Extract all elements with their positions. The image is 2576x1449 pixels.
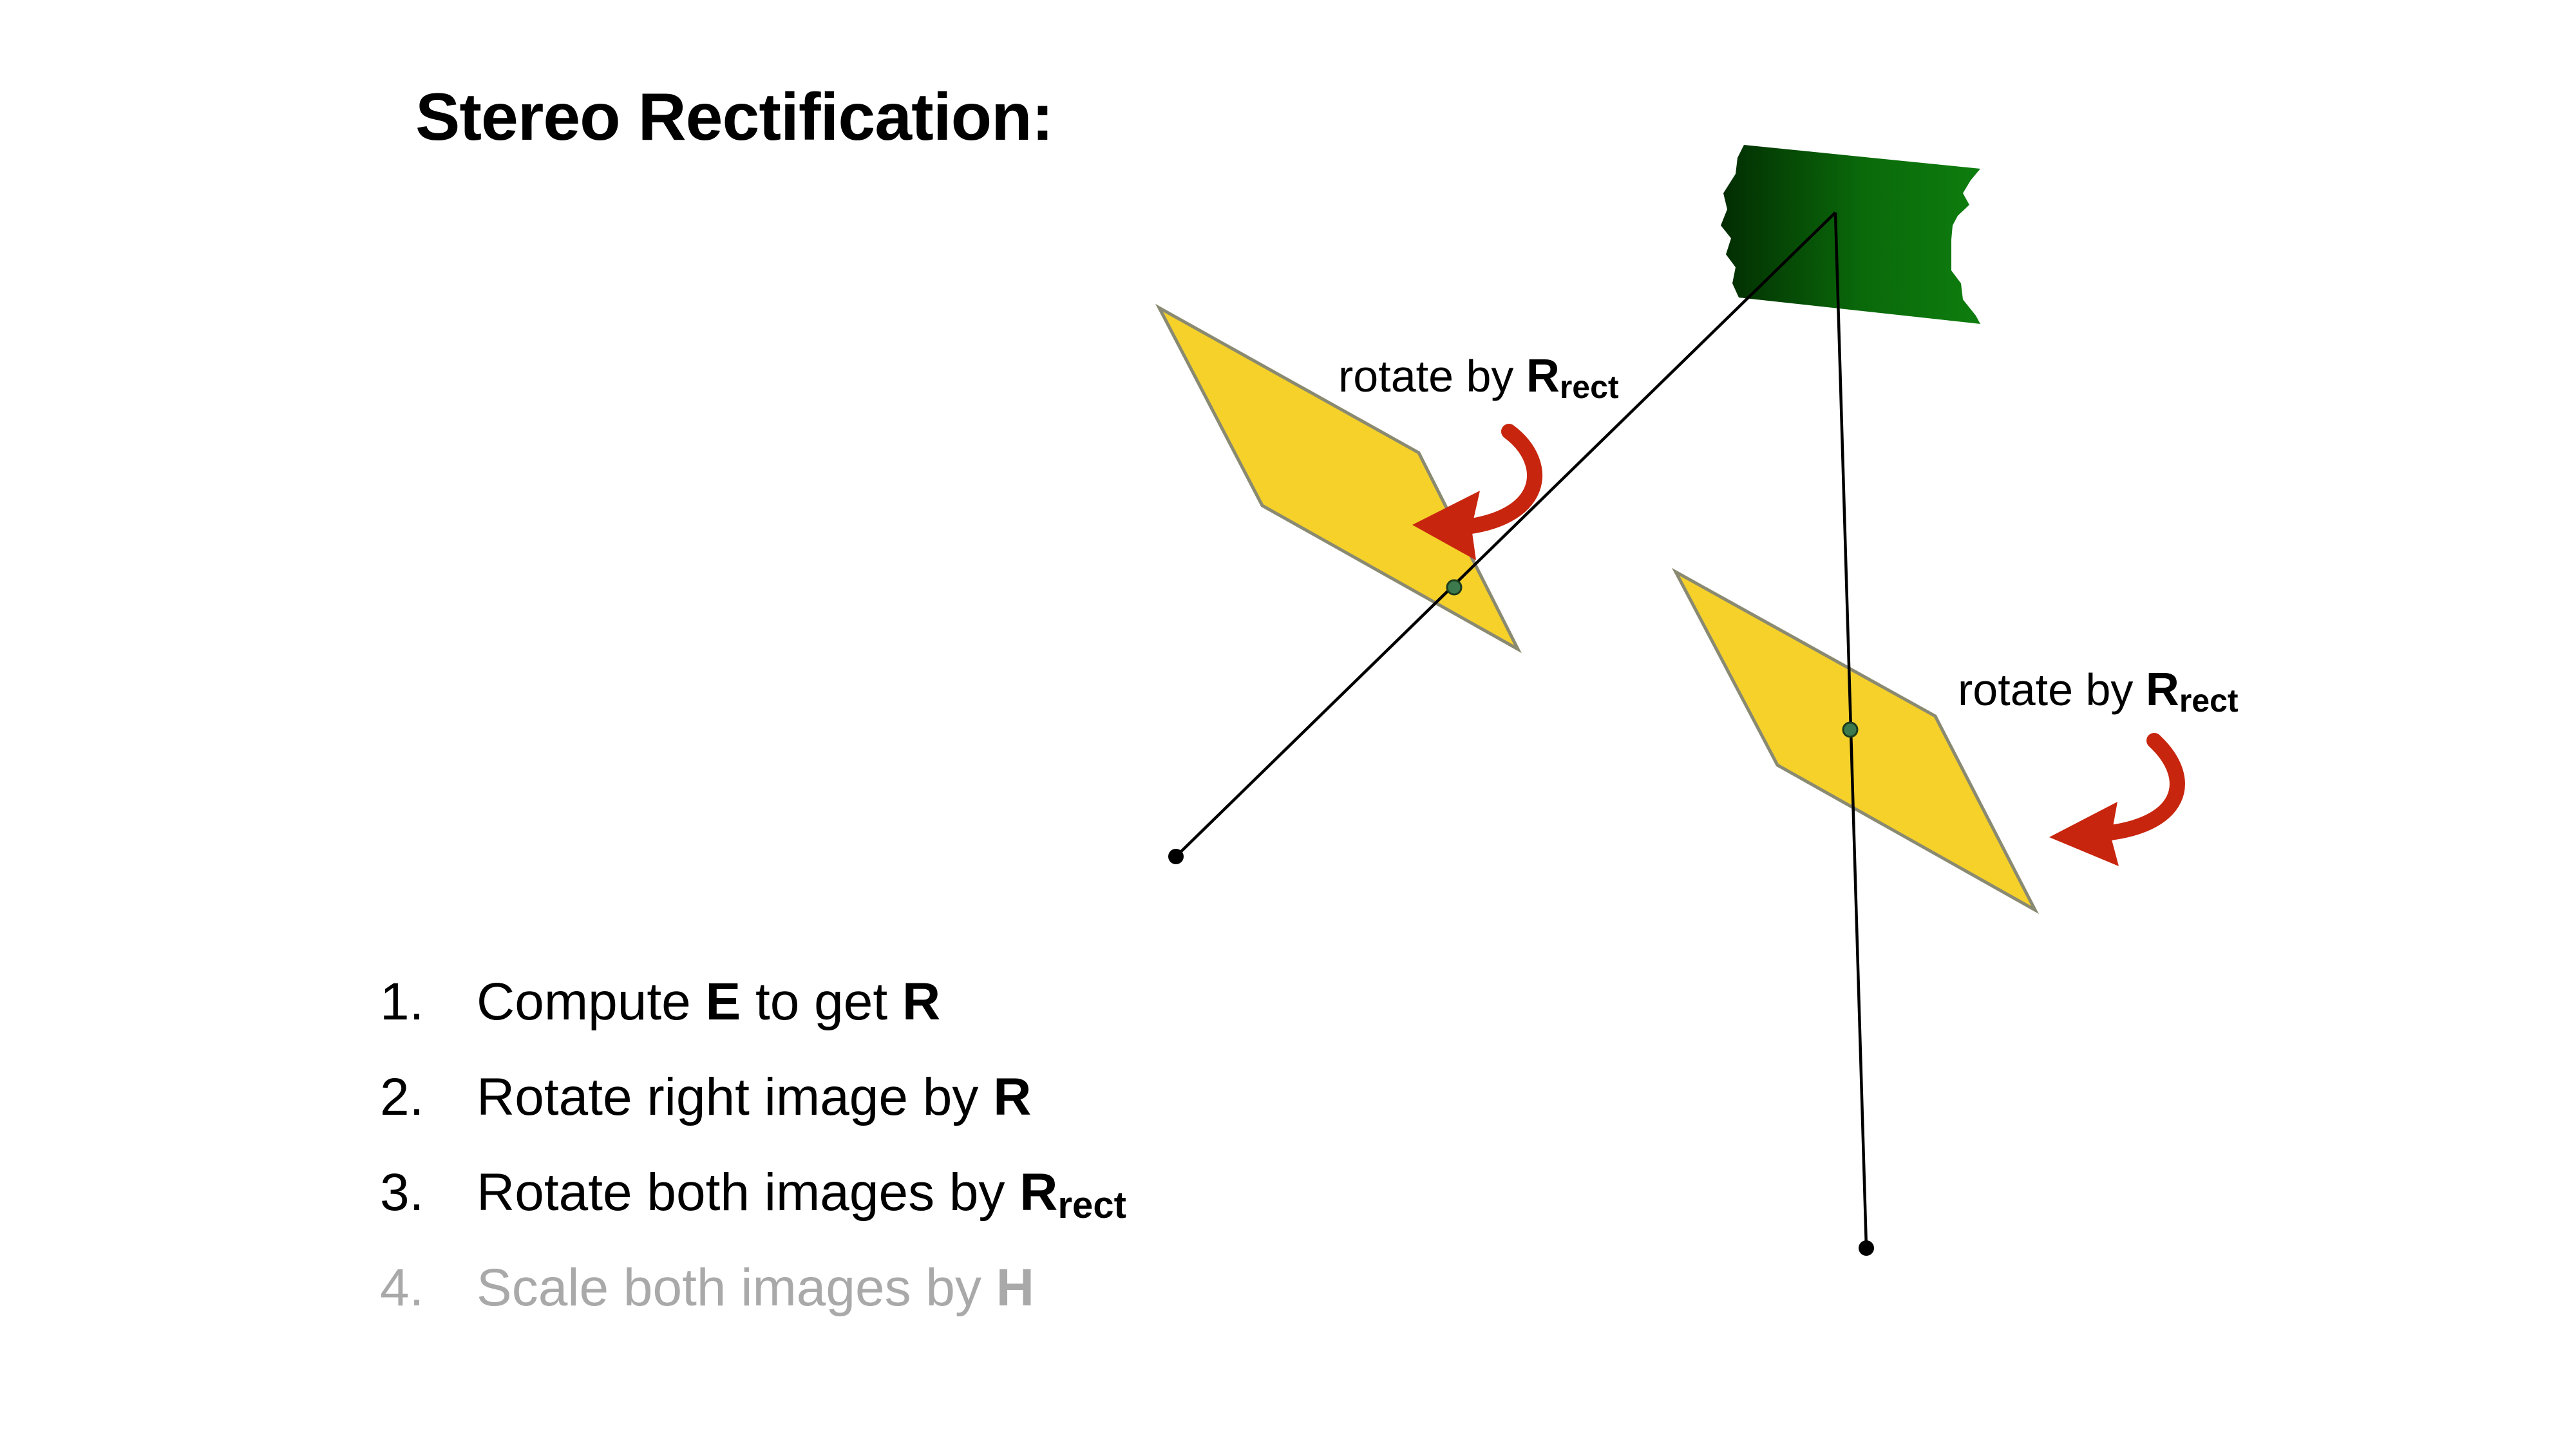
- rotate-label-right: rotate by Rrect: [1958, 664, 2239, 719]
- rotate-label-left-symbol: Rrect: [1526, 350, 1619, 405]
- rotate-label-right-symbol: Rrect: [2145, 664, 2239, 719]
- left-image-point: [1446, 579, 1463, 596]
- left-camera-center: [1168, 849, 1184, 864]
- rotate-label-left: rotate by Rrect: [1338, 350, 1619, 405]
- right-image-point: [1842, 721, 1859, 738]
- left-ray: [1175, 211, 1837, 858]
- rotation-arrow-right: [2049, 733, 2185, 866]
- left-image-plane: [1155, 303, 1522, 654]
- right-camera-center: [1859, 1240, 1874, 1256]
- rotation-arrow-left: [1412, 424, 1542, 560]
- scene-object: [1721, 145, 1980, 324]
- slide-title: Stereo Rectification:: [415, 80, 1054, 155]
